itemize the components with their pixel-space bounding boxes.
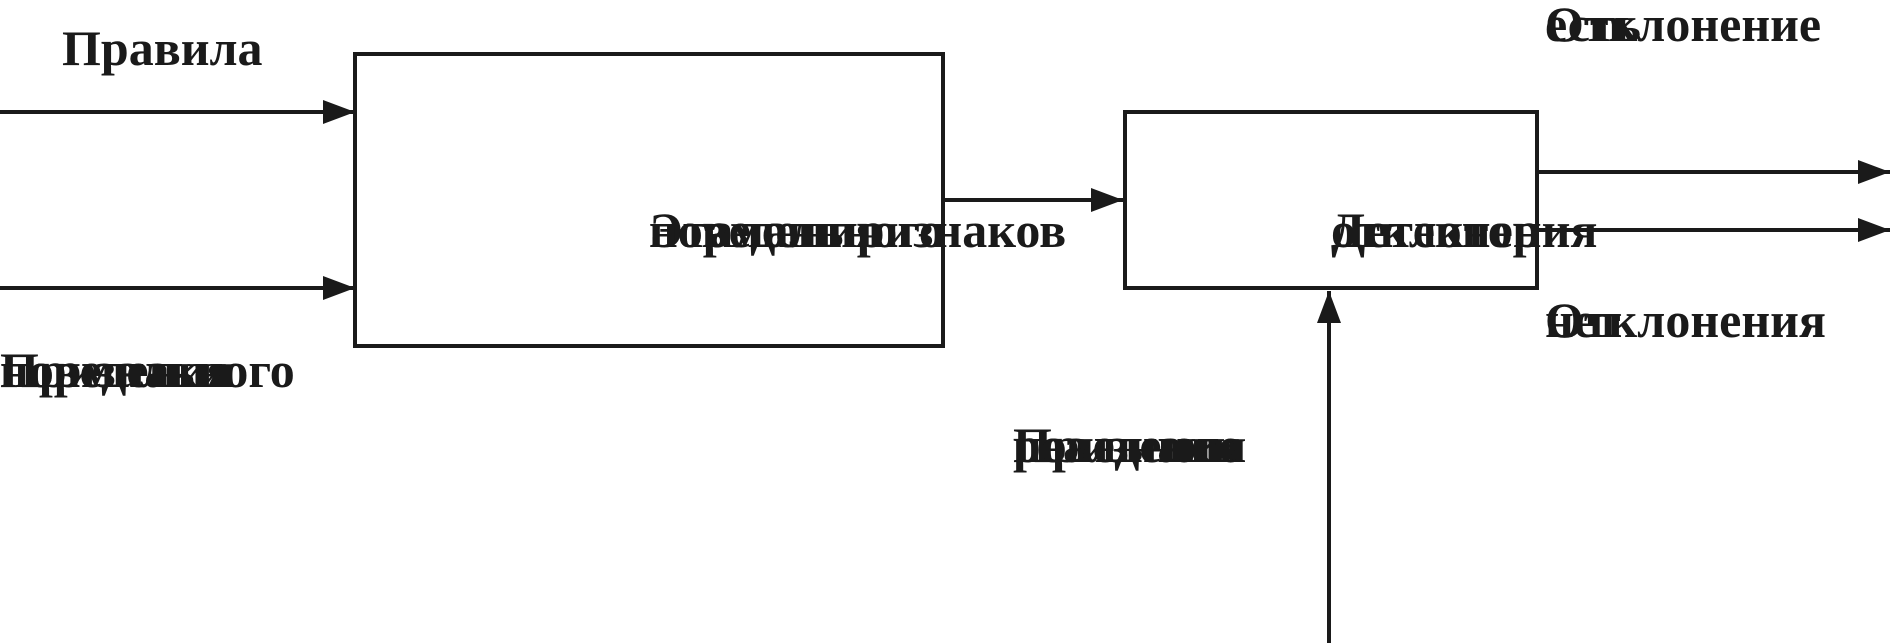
real-features-line-3: поведения xyxy=(1013,417,1247,473)
real-features-line-1: Признаки xyxy=(1013,417,1241,473)
reference-block-line-3: поведения xyxy=(649,202,883,258)
normal-features-line-1: Признаки xyxy=(0,342,228,398)
normal-features-line-3: поведения xyxy=(0,342,234,398)
reference-block-line-2: нормального xyxy=(649,202,944,258)
deviation-no-line-2: нет xyxy=(1545,292,1621,348)
reference-block-line-1: Эталон признаков xyxy=(649,202,1067,258)
deviation-yes-line-2: есть xyxy=(1545,0,1641,52)
detector-block-line-2: отклонения xyxy=(1331,202,1598,258)
detector-block-line-1: Детектор xyxy=(1331,202,1541,258)
real-features-line-2: реального xyxy=(1013,417,1244,473)
reference-features-block: Эталон признаков нормального поведения xyxy=(353,52,1066,348)
normal-features-line-2: нормального xyxy=(0,342,295,398)
rules-label-line-1: Правила xyxy=(62,20,263,76)
deviation-detector-block: Детектор отклонения xyxy=(1123,110,1597,290)
deviation-yes-line-1: Отклонение xyxy=(1545,0,1822,52)
deviation-no-line-1: Отклонения xyxy=(1545,292,1826,348)
